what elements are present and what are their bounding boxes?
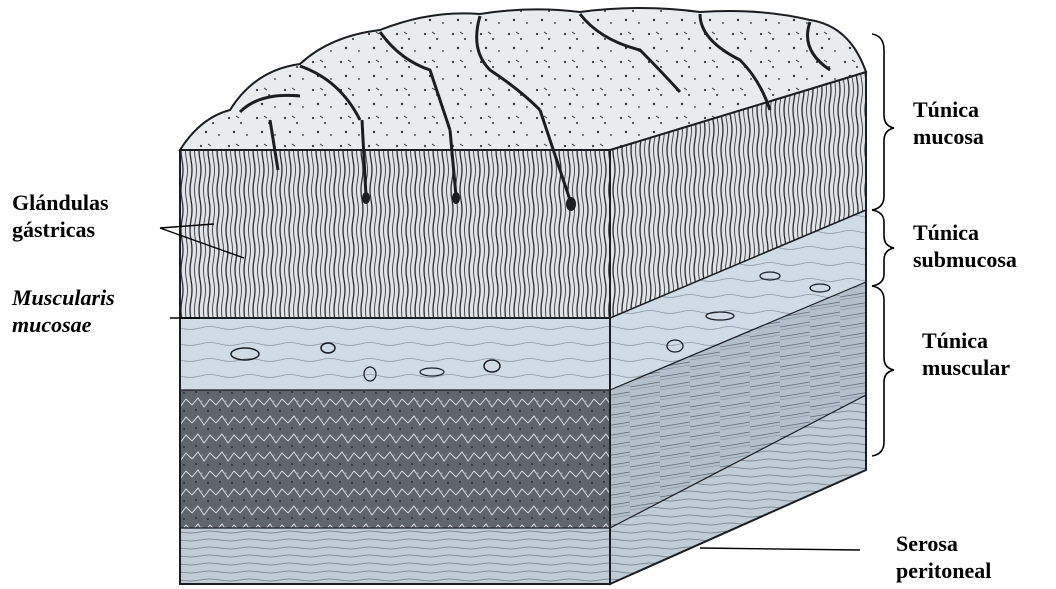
front-face	[180, 150, 610, 584]
serosa-front	[180, 528, 610, 584]
tunica-mucosa-line2: mucosa	[913, 123, 984, 150]
label-serosa-peritoneal: Serosa peritoneal	[896, 530, 991, 584]
muscularis-line2: mucosae	[12, 311, 115, 338]
side-face	[610, 72, 866, 584]
brace-mucosa	[872, 34, 894, 210]
tunica-muscular-line1: Túnica	[922, 327, 1010, 354]
brace-submucosa	[872, 210, 894, 286]
glandulas-line1: Glándulas	[12, 189, 109, 216]
label-glandulas-gastricas: Glándulas gástricas	[12, 189, 109, 243]
brace-muscular	[872, 286, 894, 456]
label-tunica-submucosa: Túnica submucosa	[913, 219, 1017, 273]
label-tunica-mucosa: Túnica mucosa	[913, 96, 984, 150]
label-muscularis-mucosae: Muscularis mucosae	[12, 284, 115, 338]
glandulas-line2: gástricas	[12, 216, 109, 243]
muscular-front	[180, 390, 610, 528]
submucosa-front	[180, 318, 610, 390]
muscularis-line1: Muscularis	[12, 284, 115, 311]
tunica-submucosa-line1: Túnica	[913, 219, 1017, 246]
label-tunica-muscular: Túnica muscular	[922, 327, 1010, 381]
tunica-mucosa-line1: Túnica	[913, 96, 984, 123]
tunica-submucosa-line2: submucosa	[913, 246, 1017, 273]
tunica-muscular-line2: muscular	[922, 354, 1010, 381]
serosa-line2: peritoneal	[896, 557, 991, 584]
right-braces	[872, 34, 894, 456]
serosa-leader	[700, 548, 860, 550]
mucosa-front	[180, 150, 610, 318]
serosa-line1: Serosa	[896, 530, 991, 557]
